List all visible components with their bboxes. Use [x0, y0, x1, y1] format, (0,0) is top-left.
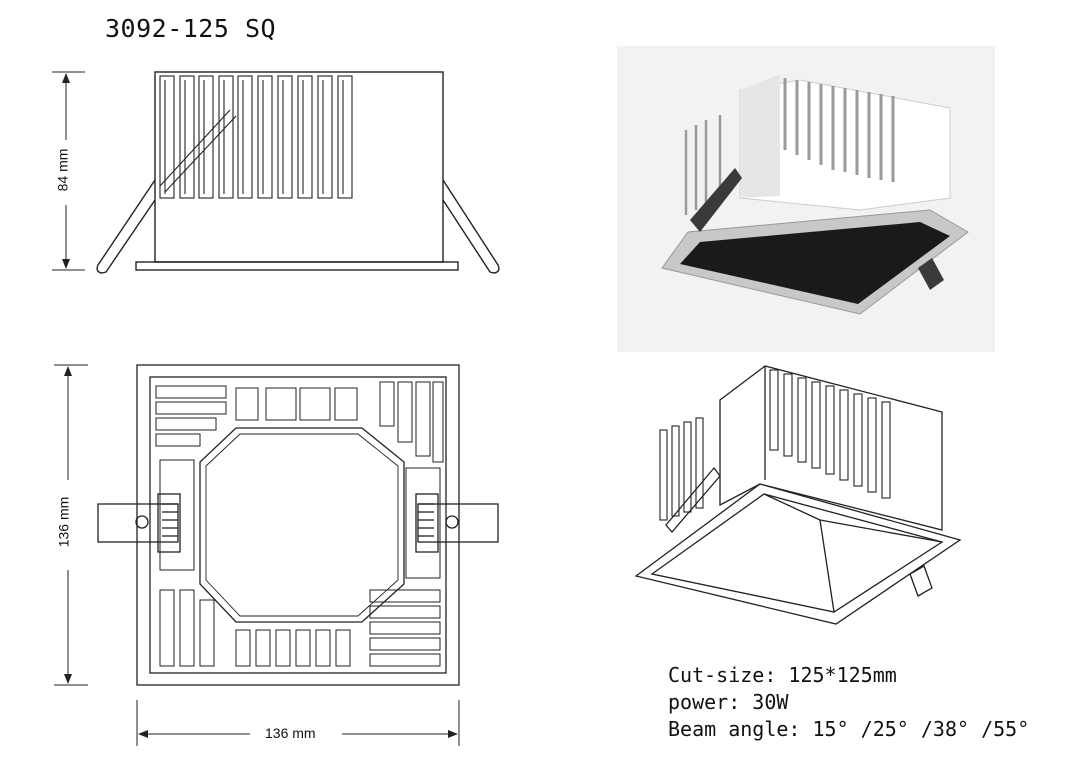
top-view-top-fins [235, 381, 444, 463]
product-model-title: 3092-125 SQ [105, 14, 277, 43]
top-view-right-fins [369, 467, 441, 667]
spec-cut-size: Cut-size: 125*125mm [668, 663, 897, 687]
height-dimension-line [52, 71, 85, 271]
spec-power: power: 30W [668, 690, 789, 714]
specifications-block: Cut-size: 125*125mm power: 30W Beam angl… [668, 662, 1029, 743]
product-photo-render [661, 74, 969, 315]
top-view-left-clip [97, 493, 181, 553]
width-dimension-label: 136 mm [262, 725, 319, 741]
top-view-left-fins [155, 385, 227, 571]
width-dimension-line [136, 700, 460, 746]
top-view-drawing [97, 364, 499, 686]
height-dimension-label: 84 mm [54, 145, 71, 195]
top-view-outer-flange [136, 364, 460, 686]
side-view-body [154, 71, 444, 263]
side-view-drawing [96, 71, 500, 274]
side-dimension-label: 136 mm [55, 493, 72, 551]
top-view-housing [149, 376, 447, 674]
side-view-left-spring [96, 179, 156, 274]
top-view-octagon-opening [199, 427, 405, 623]
side-dimension-line [54, 364, 88, 686]
side-view-right-spring [442, 179, 500, 274]
top-view-bottom-fins [159, 589, 351, 667]
product-line-render [634, 365, 962, 625]
top-view-right-clip [415, 493, 499, 553]
spec-beam-angle: Beam angle: 15° /25° /38° /55° [668, 717, 1030, 741]
side-view-flange [135, 261, 459, 271]
side-view-fins [159, 75, 353, 199]
